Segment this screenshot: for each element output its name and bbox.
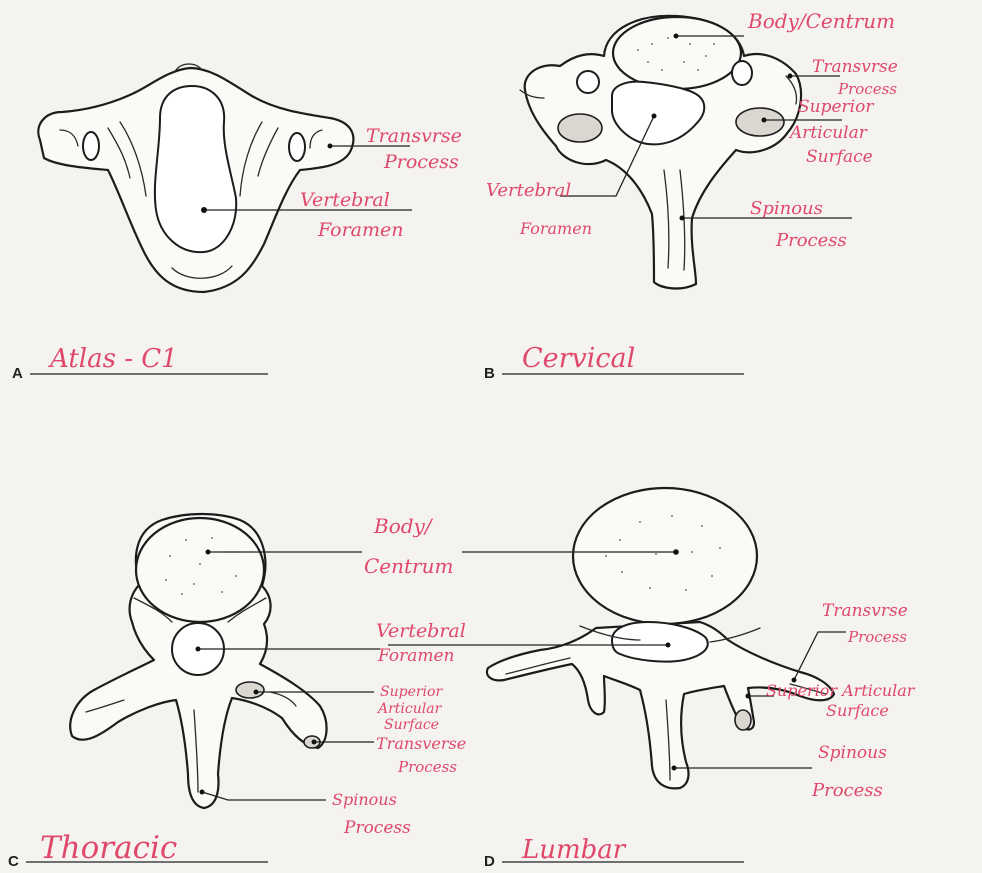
lumbar-spinous-dot <box>672 766 677 771</box>
panel-d-lumbar: Transvrse Process Superior Articular Sur… <box>388 488 916 870</box>
lumbar-transverse-label-2: Process <box>847 628 907 646</box>
lumbar-spinous-label-2: Process <box>811 780 883 801</box>
atlas-foramen-label-1: Vertebral <box>300 189 390 211</box>
cervical-articular-label-1: Superior <box>798 97 874 117</box>
panel-b-letter: B <box>484 365 495 382</box>
thoracic-foramen-label-2: Foramen <box>377 646 455 666</box>
thoracic-foramen-label-1: Vertebral <box>376 620 466 642</box>
atlas-vertebra-drawing <box>38 64 353 292</box>
thoracic-spinous-leader <box>202 792 326 800</box>
thoracic-transverse-label-2: Process <box>397 758 457 776</box>
panel-a-answer: Atlas - C1 <box>48 344 178 374</box>
cervical-body-dot <box>674 34 679 39</box>
atlas-transverse-dot <box>328 144 333 149</box>
panel-c-letter: C <box>8 853 19 870</box>
atlas-foramen-label-2: Foramen <box>317 219 404 241</box>
thoracic-body-label-1: Body/ <box>373 514 434 538</box>
thoracic-transverse-label-1: Transverse <box>376 734 466 753</box>
atlas-transverse-label-2: Process <box>383 151 459 173</box>
panel-a-atlas: Transvrse Process Vertebral Foramen A At… <box>12 64 462 382</box>
lumbar-articular-dot <box>746 694 751 699</box>
cervical-foramen-label-2: Foramen <box>519 219 592 238</box>
cervical-spinous-label-1: Spinous <box>750 198 823 219</box>
panel-a-letter: A <box>12 365 23 382</box>
panel-d-answer: Lumbar <box>521 835 627 865</box>
lumbar-spinous-label-1: Spinous <box>818 743 887 763</box>
cervical-articular-label-3: Surface <box>806 147 873 167</box>
thoracic-spinous-label-1: Spinous <box>332 790 397 809</box>
thoracic-body-dot <box>206 550 211 555</box>
thoracic-spinous-dot <box>200 790 205 795</box>
cervical-transverse-dot <box>788 74 793 79</box>
cervical-transverse-label-2: Process <box>837 80 897 98</box>
thoracic-articular-label-1: Superior <box>380 684 443 700</box>
lumbar-body-dot <box>673 549 679 555</box>
thoracic-articular-dot <box>254 690 259 695</box>
thoracic-articular-label-2: Articular <box>376 701 443 717</box>
lumbar-vertebra-drawing <box>487 488 834 788</box>
lumbar-articular-label: Superior Articular <box>766 681 916 700</box>
cervical-foramen-dot <box>652 114 657 119</box>
panel-c-thoracic: Body/ Centrum Vertebral Foramen Superior… <box>8 514 466 870</box>
thoracic-spinous-label-2: Process <box>343 818 411 838</box>
lumbar-foramen-dot <box>666 643 671 648</box>
thoracic-body-label-2: Centrum <box>364 554 453 578</box>
panel-b-answer: Cervical <box>522 343 635 374</box>
panel-c-answer: Thoracic <box>40 830 177 866</box>
cervical-spinous-dot <box>680 216 685 221</box>
thoracic-foramen-dot <box>196 647 201 652</box>
cervical-articular-dot <box>762 118 767 123</box>
thoracic-transverse-dot <box>312 740 317 745</box>
cervical-transverse-label-1: Transvrse <box>812 57 898 77</box>
thoracic-vertebra-drawing <box>70 514 326 808</box>
cervical-vertebra-drawing <box>520 16 801 289</box>
panel-b-cervical: Body/Centrum Transvrse Process Superior … <box>484 9 898 382</box>
cervical-spinous-label-2: Process <box>775 230 847 251</box>
cervical-foramen-label-1: Vertebral <box>486 180 571 201</box>
cervical-articular-label-2: Articular <box>788 123 868 143</box>
atlas-foramen-dot <box>201 207 207 213</box>
thoracic-articular-label-3: Surface <box>384 717 439 733</box>
cervical-body-label: Body/Centrum <box>747 9 895 33</box>
lumbar-articular-label-2: Surface <box>826 701 889 720</box>
panel-d-letter: D <box>484 853 495 870</box>
atlas-transverse-label-1: Transvrse <box>366 125 462 147</box>
lumbar-transverse-label-1: Transvrse <box>822 601 908 621</box>
